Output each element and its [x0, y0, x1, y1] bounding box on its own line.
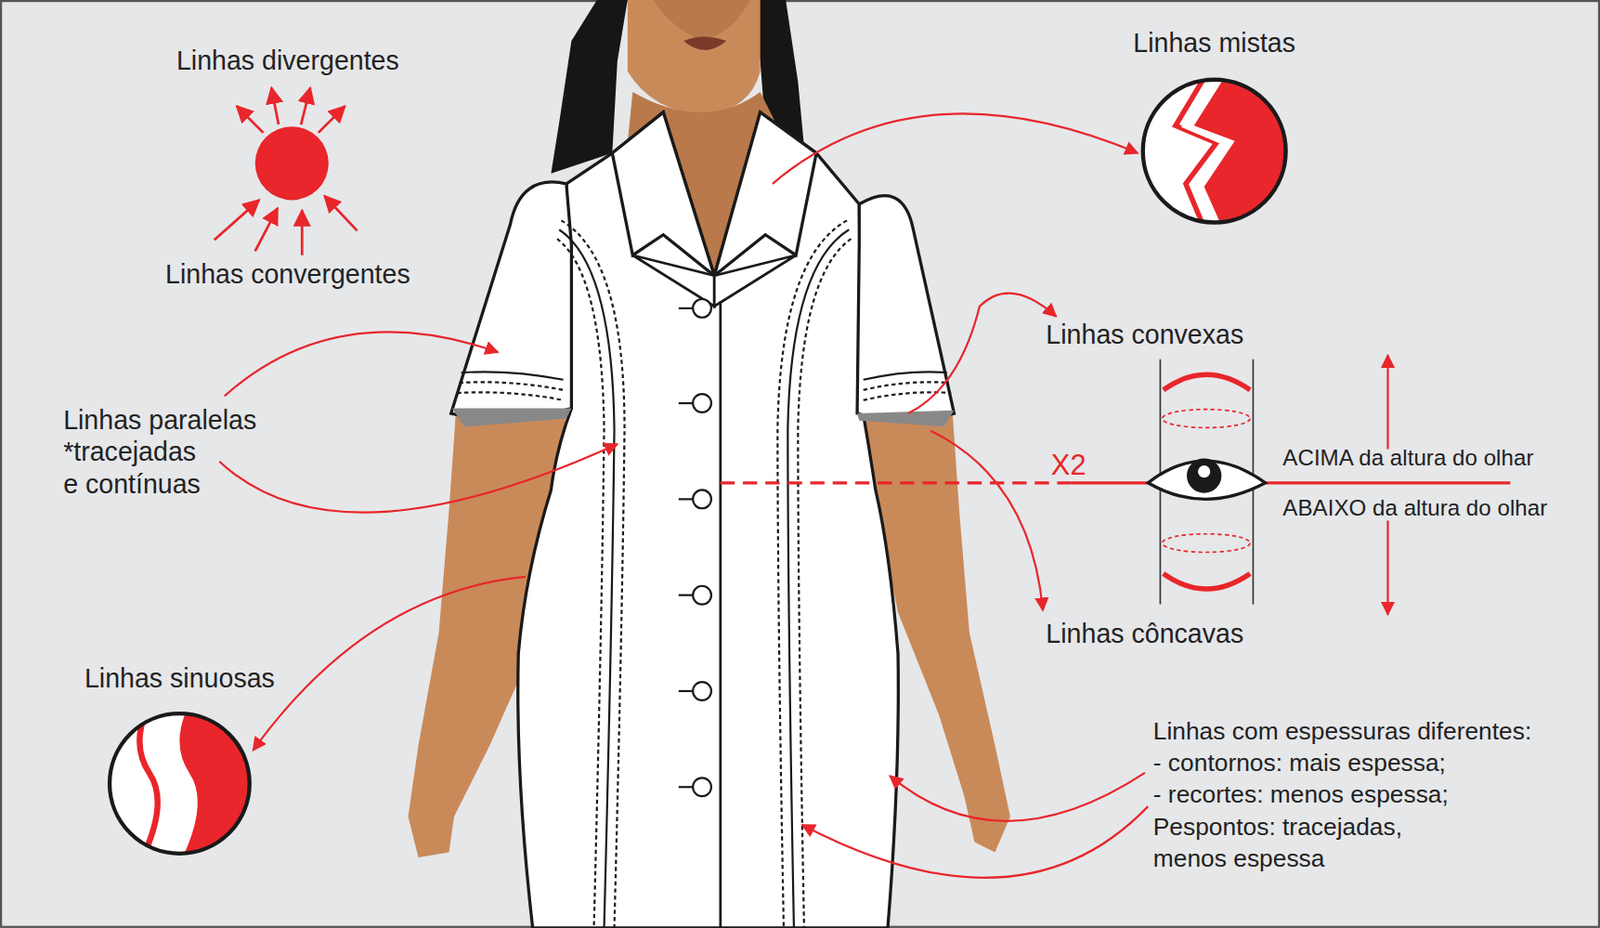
label-text: Linhas divergentes — [176, 46, 400, 78]
label-text: Linhas convergentes — [165, 260, 411, 291]
label-text: Linhas paralelas — [63, 404, 257, 436]
label-text: Linhas côncavas — [1045, 619, 1244, 651]
label-text: X2 — [1051, 448, 1087, 482]
circle-heading: Linhas sinuosas — [73, 663, 287, 694]
magnifier-circle: Linhas sinuosas — [73, 663, 287, 859]
label-text: menos espessa — [1153, 844, 1326, 872]
label-text: Pespontos: tracejadas, — [1153, 812, 1403, 841]
magnifier-drawing — [1107, 28, 1321, 229]
label-text: ACIMA da altura do olhar — [1282, 444, 1534, 471]
label-text: ABAIXO da altura do olhar — [1282, 494, 1548, 521]
label-text: - recortes: menos espessa; — [1153, 780, 1449, 808]
label-text: Linhas com espessuras diferentes: — [1153, 716, 1533, 745]
magnifier-circle: Linhas mistas — [1107, 28, 1321, 229]
label-text: *tracejadas — [63, 436, 196, 468]
label-text: Linhas convexas — [1045, 320, 1244, 352]
label-text: - contornos: mais espessa; — [1153, 748, 1446, 777]
circle-heading: Linhas mistas — [1107, 28, 1321, 60]
label-text: e contínuas — [63, 469, 201, 501]
